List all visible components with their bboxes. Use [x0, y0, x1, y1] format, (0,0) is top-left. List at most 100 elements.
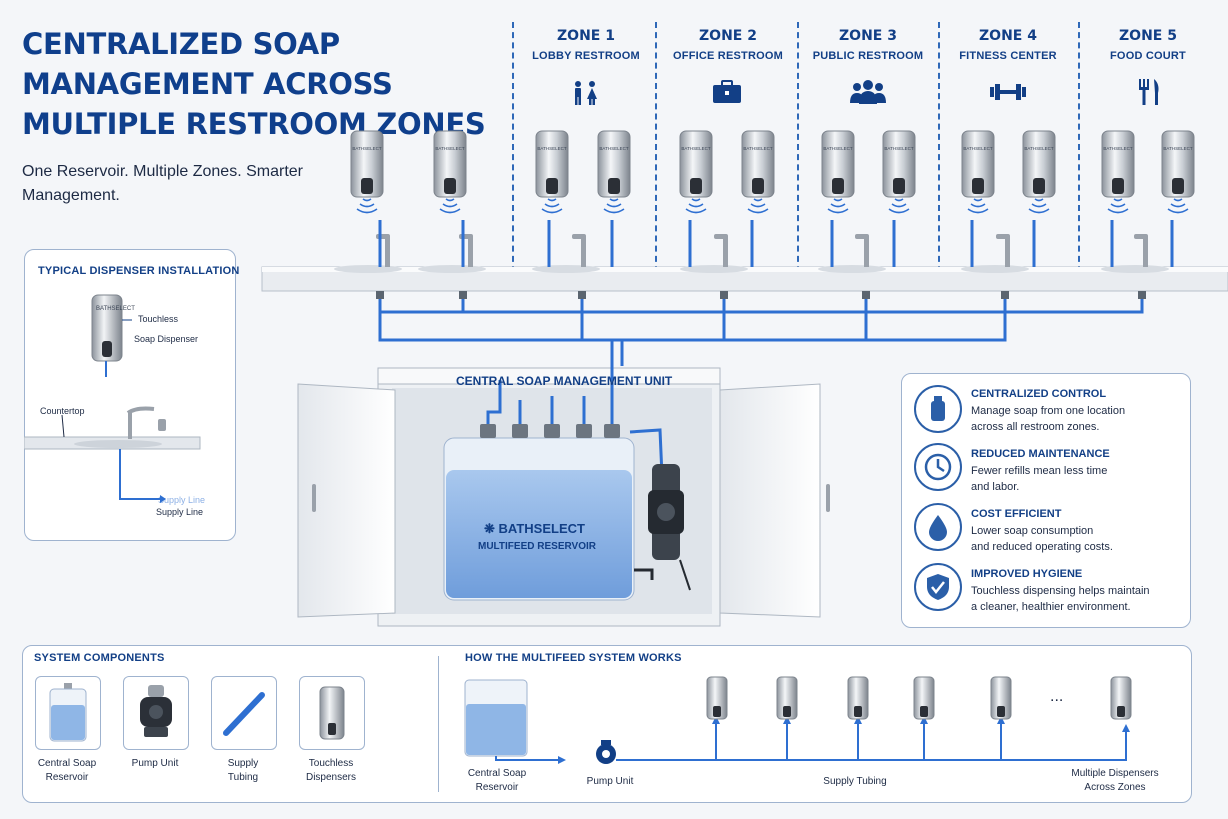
- zone-name: ZONE 2: [699, 28, 757, 44]
- reservoir-icon: [49, 683, 87, 742]
- flow-tubing-label: Supply Tubing: [823, 776, 887, 787]
- install-dispenser-label-2: Soap Dispenser: [134, 334, 199, 344]
- component-dispenser: [299, 676, 365, 750]
- zone-divider: [512, 22, 514, 272]
- component-tubing: [211, 676, 277, 750]
- touchless-dispenser: BATHSELECT: [433, 130, 467, 220]
- flow-dispenser: [706, 676, 728, 722]
- feature-title: COST EFFICIENT: [971, 508, 1062, 520]
- feature-desc: across all restroom zones.: [971, 421, 1100, 433]
- touchless-dispenser: BATHSELECT: [882, 130, 916, 220]
- dispenser-brand: BATHSELECT: [1024, 146, 1054, 151]
- shield-check-icon: [927, 574, 949, 600]
- feature-title: IMPROVED HYGIENE: [971, 568, 1083, 580]
- dispenser-brand: BATHSELECT: [963, 146, 993, 151]
- dispenser-brand: BATHSELECT: [884, 146, 914, 151]
- dispenser-brand: BATHSELECT: [823, 146, 853, 151]
- tubing-icon: [223, 692, 265, 736]
- touchless-dispenser: BATHSELECT: [597, 130, 631, 220]
- drop-icon: [929, 515, 947, 541]
- dispenser-brand: BATHSELECT: [743, 146, 773, 151]
- flow-dispenser: [847, 676, 869, 722]
- dispenser-icon: [319, 686, 345, 740]
- flow-dispenser: [776, 676, 798, 722]
- how-title: HOW THE MULTIFEED SYSTEM WORKS: [465, 652, 682, 664]
- installation-panel: [24, 249, 236, 541]
- touchless-dispenser: BATHSELECT: [741, 130, 775, 220]
- zone-name: ZONE 3: [839, 28, 897, 44]
- people-icon: [850, 80, 886, 104]
- feature-title: CENTRALIZED CONTROL: [971, 388, 1107, 400]
- dispenser-brand: BATHSELECT: [681, 146, 711, 151]
- touchless-dispenser: BATHSELECT: [679, 130, 713, 220]
- dispenser-brand: BATHSELECT: [537, 146, 567, 151]
- supply-line-label-ghost: Supply Line: [158, 495, 206, 505]
- feature-desc: Manage soap from one location: [971, 405, 1126, 417]
- flow-diagram: [464, 679, 1130, 764]
- installation-title: TYPICAL DISPENSER INSTALLATION: [38, 265, 240, 277]
- components-title: SYSTEM COMPONENTS: [34, 652, 165, 664]
- feature-circle: [914, 503, 962, 551]
- dispenser-brand: BATHSELECT: [1163, 146, 1193, 151]
- reservoir-brand: ❋ BATHSELECT: [484, 521, 585, 536]
- reservoir-label: MULTIFEED RESERVOIR: [478, 541, 596, 552]
- flow-dispenser: [1110, 676, 1132, 722]
- zone-4-header: ZONE 4 FITNESS CENTER: [940, 28, 1076, 62]
- zone-divider: [797, 22, 799, 272]
- installation-illustration: [24, 294, 201, 503]
- page-title: CENTRALIZED SOAP MANAGEMENT ACROSS MULTI…: [22, 27, 486, 141]
- install-dispenser-brand: BATHSELECT: [96, 306, 135, 312]
- supply-line-label: Supply Line: [156, 507, 204, 517]
- touchless-dispenser: BATHSELECT: [535, 130, 569, 220]
- feature-desc: and reduced operating costs.: [971, 541, 1113, 553]
- soap-bottle-icon: [931, 396, 945, 421]
- flow-dispenser: [913, 676, 935, 722]
- flow-dispenser: [990, 676, 1012, 722]
- briefcase-icon: [713, 80, 741, 103]
- feature-desc: Touchless dispensing helps maintain: [971, 585, 1150, 597]
- zone-desc: FITNESS CENTER: [959, 50, 1057, 62]
- zone-name: ZONE 1: [557, 28, 615, 44]
- component-label: Pump Unit: [131, 758, 179, 769]
- zone-name: ZONE 4: [979, 28, 1037, 44]
- touchless-dispenser: BATHSELECT: [1022, 130, 1056, 220]
- dispenser-brand: BATHSELECT: [435, 146, 465, 151]
- zone-divider: [655, 22, 657, 272]
- dispenser-brand: BATHSELECT: [599, 146, 629, 151]
- zone-name: ZONE 5: [1119, 28, 1177, 44]
- zone-divider: [1078, 22, 1080, 272]
- touchless-dispenser: BATHSELECT: [961, 130, 995, 220]
- reservoir-brand-text: BATHSELECT: [498, 521, 585, 536]
- feature-circle: [914, 385, 962, 433]
- clock-icon: [924, 453, 952, 481]
- zone-5-header: ZONE 5 FOOD COURT: [1080, 28, 1216, 62]
- countertop-label: Countertop: [40, 406, 85, 416]
- bottom-divider: [438, 656, 439, 792]
- touchless-dispenser: BATHSELECT: [821, 130, 855, 220]
- feature-desc: a cleaner, healthier environment.: [971, 601, 1131, 613]
- touchless-dispenser: BATHSELECT: [1101, 130, 1135, 220]
- central-unit-label: CENTRAL SOAP MANAGEMENT UNIT: [456, 374, 673, 388]
- touchless-dispenser: BATHSELECT: [350, 130, 384, 220]
- page-subtitle: One Reservoir. Multiple Zones. Smarter M…: [22, 163, 303, 204]
- zone-desc: FOOD COURT: [1110, 50, 1186, 62]
- pump-icon: [140, 685, 172, 737]
- zone-2-header: ZONE 2 OFFICE RESTROOM: [660, 28, 796, 62]
- component-pump: [123, 676, 189, 750]
- flow-ellipsis: ...: [1050, 688, 1064, 705]
- fork-knife-icon: [1139, 79, 1159, 105]
- zone-3-header: ZONE 3 PUBLIC RESTROOM: [800, 28, 936, 62]
- flow-pump-label: Pump Unit: [586, 776, 634, 787]
- dumbbell-icon: [990, 84, 1026, 100]
- restroom-icon: [575, 81, 597, 105]
- feature-title: REDUCED MAINTENANCE: [971, 448, 1110, 460]
- feature-circle: [914, 563, 962, 611]
- feature-desc: and labor.: [971, 481, 1020, 493]
- zone-desc: PUBLIC RESTROOM: [812, 50, 924, 62]
- touchless-dispenser: BATHSELECT: [1161, 130, 1195, 220]
